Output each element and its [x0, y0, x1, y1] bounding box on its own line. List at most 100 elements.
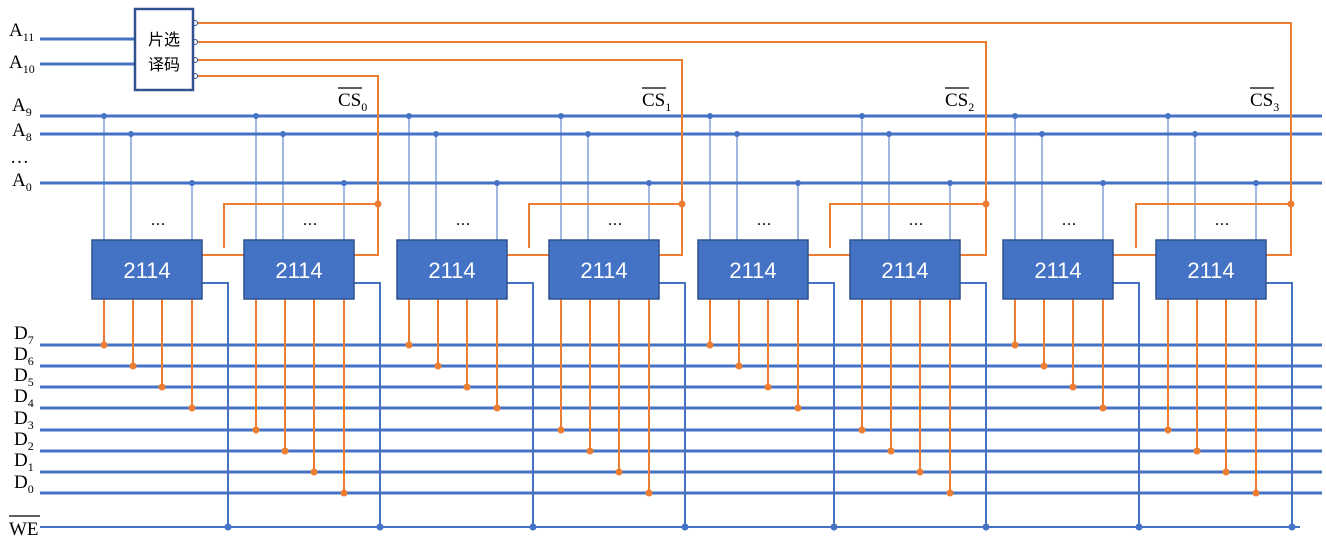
data-label-d1: D1: [14, 450, 34, 474]
memory-chip-2114: [396, 239, 508, 300]
address-and-control-wires: [40, 37, 1322, 528]
address-junction-dot: [406, 113, 412, 119]
chip-group: [91, 239, 1267, 300]
junction-dots: [100, 20, 1296, 531]
we-junction-dot: [376, 523, 384, 531]
chip-label: 2114: [428, 258, 475, 283]
data-junction-dot: [463, 383, 471, 391]
data-junction-dot: [340, 489, 348, 497]
chip-we-wire: [354, 282, 381, 527]
data-junction-dot: [1164, 426, 1172, 434]
address-ellipsis: …: [608, 211, 623, 229]
memory-chip-2114: [243, 239, 355, 300]
data-junction-dot: [158, 383, 166, 391]
chip-label: 2114: [580, 258, 627, 283]
data-junction-dot: [586, 447, 594, 455]
data-junction-dot: [1011, 341, 1019, 349]
data-junction-dot: [887, 447, 895, 455]
data-junction-dot: [916, 468, 924, 476]
data-junction-dot: [188, 404, 196, 412]
cs2-select-line: [195, 41, 987, 204]
data-label-d3: D3: [14, 408, 34, 432]
chip-we-wire: [808, 282, 835, 527]
data-junction-dot: [706, 341, 714, 349]
data-junction-dot: [100, 341, 108, 349]
cs-junction-dot: [1287, 200, 1295, 208]
data-junction-dot: [252, 426, 260, 434]
address-junction-dot: [253, 113, 259, 119]
we-junction-dot: [1288, 523, 1296, 531]
address-junction-dot: [280, 131, 286, 137]
data-junction-dot: [1222, 468, 1230, 476]
address-junction-dot: [886, 131, 892, 137]
memory-chip-2114: [697, 239, 809, 300]
data-junction-dot: [1069, 383, 1077, 391]
data-label-d2: D2: [14, 429, 34, 453]
we-junction-dot: [681, 523, 689, 531]
chip-cs-wire: [528, 203, 682, 248]
write-enable-label: WE: [9, 515, 40, 540]
memory-chip-2114: [849, 239, 961, 300]
decoder-label-line1: 片选: [148, 30, 180, 49]
data-label-d7: D7: [14, 323, 34, 347]
data-junction-dot: [1040, 362, 1048, 370]
data-junction-dot: [1193, 447, 1201, 455]
address-junction-dot: [1012, 113, 1018, 119]
we-junction-dot: [224, 523, 232, 531]
address-junction-dot: [433, 131, 439, 137]
data-junction-dot: [405, 341, 413, 349]
cs-label-0: CS0: [338, 90, 367, 114]
chip-we-wire: [1266, 282, 1293, 527]
chip-we-wire: [960, 282, 987, 527]
address-ellipsis: …: [151, 211, 166, 229]
cs-junction-dot: [374, 200, 382, 208]
cs-junction-dot: [982, 200, 990, 208]
data-junction-dot: [1252, 489, 1260, 497]
chip-label: 2114: [123, 258, 170, 283]
cs1-select-line: [195, 59, 683, 204]
cs-labels: CS0 CS1 CS2 CS3: [338, 87, 1279, 114]
address-junction-dot: [1165, 113, 1171, 119]
chip-cs-wire: [223, 203, 378, 248]
cs-label-2: CS2: [945, 90, 974, 114]
decoder-box: [133, 7, 195, 92]
chip-label: 2114: [881, 258, 928, 283]
cs-junction-dot: [678, 200, 686, 208]
chip-cs-wire: [1135, 203, 1291, 248]
chip-we-wire: [507, 282, 534, 527]
address-junction-dot: [101, 113, 107, 119]
address-ellipsis: …: [303, 211, 318, 229]
address-junction-dot: [707, 113, 713, 119]
address-junction-dot: [1253, 180, 1259, 186]
data-junction-dot: [1099, 404, 1107, 412]
cs-label-1: CS1: [642, 90, 671, 114]
we-junction-dot: [982, 523, 990, 531]
memory-chip-2114: [1002, 239, 1114, 300]
address-label-a11: A11: [9, 20, 34, 44]
chip-label: 2114: [275, 258, 322, 283]
address-junction-dot: [734, 131, 740, 137]
memory-chip-2114: [91, 239, 203, 300]
data-label-d5: D5: [14, 365, 34, 389]
data-junction-dot: [493, 404, 501, 412]
data-junction-dot: [281, 447, 289, 455]
chip-select-decoder: 片选 译码: [133, 7, 195, 92]
cs3-select-line: [195, 22, 1292, 204]
address-label-ellipsis: …: [10, 147, 29, 168]
memory-chip-2114: [1155, 239, 1267, 300]
memory-chip-2114: [548, 239, 660, 300]
address-label-a0: A0: [12, 170, 32, 194]
data-label-d6: D6: [14, 344, 34, 368]
address-junction-dot: [1039, 131, 1045, 137]
data-junction-dot: [310, 468, 318, 476]
data-junction-dot: [735, 362, 743, 370]
cs0-select-line: [195, 75, 379, 204]
chip-we-wire: [659, 282, 686, 527]
data-label-d4: D4: [14, 386, 34, 410]
address-ellipsis: …: [1062, 211, 1077, 229]
address-junction-dot: [646, 180, 652, 186]
we-junction-dot: [529, 523, 537, 531]
address-junction-dot: [128, 131, 134, 137]
cs-label-3: CS3: [1250, 90, 1279, 114]
